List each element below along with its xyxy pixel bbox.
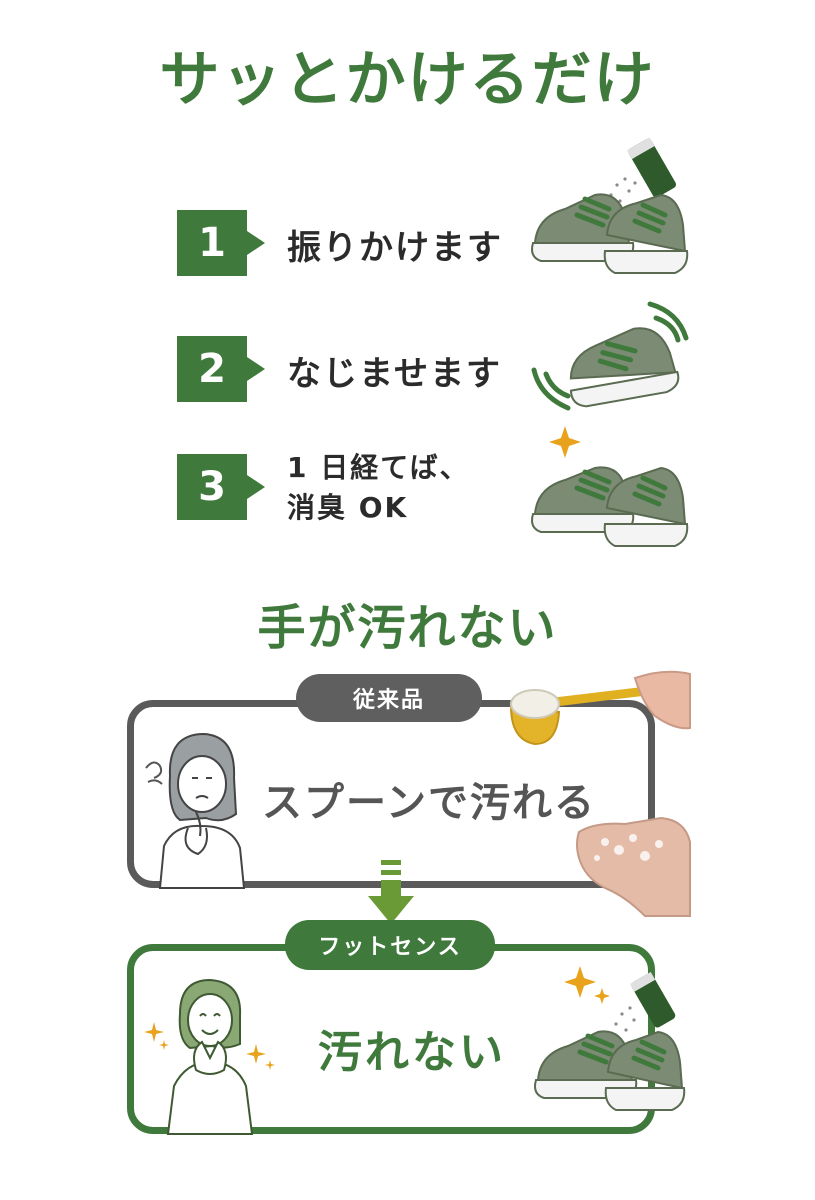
step-2-badge: 2 [177, 336, 247, 402]
step-1-badge: 1 [177, 210, 247, 276]
footsense-message: 汚れない [318, 1027, 506, 1078]
sparkle-icon [549, 426, 581, 458]
step-2-text: なじませます [287, 354, 502, 394]
step-3-text-line1: 1 日経てば、 [287, 451, 470, 484]
worried-woman-illustration [145, 732, 246, 889]
sparkle-icon [246, 1044, 266, 1064]
sparkle-icon [594, 988, 610, 1004]
sparkle-icon [159, 1040, 169, 1050]
dirty-hands-illustration [576, 816, 691, 917]
conventional-product-message: スプーンで汚れる [262, 780, 596, 826]
footsense-label: フットセンス [285, 920, 495, 970]
section-title-clean-hands: 手が汚れない [257, 600, 558, 656]
sparkle-icon [564, 966, 596, 998]
step-1-text: 振りかけます [287, 228, 503, 268]
step-3-text-line2: 消臭 OK [287, 491, 409, 524]
sneakers-sprinkle-illustration [531, 137, 689, 274]
footsense-sneakers-illustration [534, 966, 686, 1111]
sparkle-icon [265, 1060, 275, 1070]
sneaker-shaking-illustration [531, 301, 689, 411]
section-title-easy: サッとかけるだけ [159, 45, 656, 115]
happy-woman-illustration [144, 978, 275, 1135]
powder-spoon-illustration [509, 670, 691, 746]
step-3-badge: 3 [177, 454, 247, 520]
down-arrow-icon [368, 860, 414, 924]
conventional-product-label: 従来品 [296, 674, 482, 722]
sparkle-icon [144, 1022, 164, 1042]
sneakers-clean-illustration [531, 426, 689, 547]
